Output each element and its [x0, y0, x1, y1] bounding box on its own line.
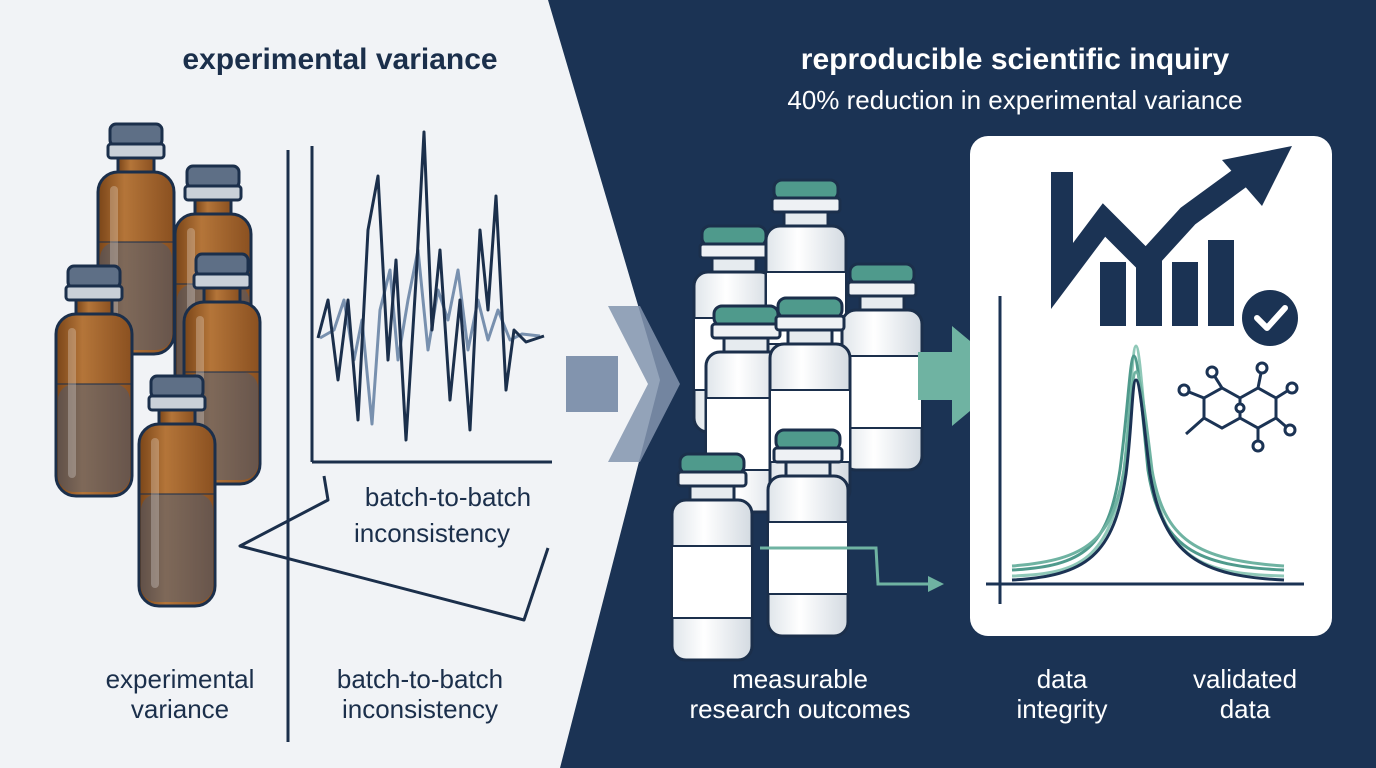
right-subtitle: 40% reduction in experimental variance	[787, 85, 1243, 115]
small-teal-arrow-icon	[760, 546, 944, 592]
amber-vial-icon	[137, 374, 217, 608]
noisy-signal-icon	[286, 130, 552, 742]
caption-batch-inconsistency: batch-to-batch inconsistency	[300, 664, 540, 724]
caption-data-integrity: data integrity	[992, 664, 1132, 724]
caption-validated-data: validated data	[1170, 664, 1320, 724]
caption-research-outcomes: measurable research outcomes	[660, 664, 940, 724]
molecule-icon	[1177, 361, 1299, 453]
callout-line-2: inconsistency	[354, 518, 510, 548]
white-vial-icon	[840, 262, 924, 472]
trend-up-arrow-icon	[1051, 146, 1292, 326]
caption-line: variance	[130, 694, 230, 724]
caption-line: experimental	[105, 664, 255, 694]
right-title: reproducible scientific inquiry	[800, 43, 1230, 76]
caption-line: research outcomes	[689, 694, 911, 724]
caption-line: data	[1036, 664, 1088, 694]
caption-line: measurable	[732, 664, 868, 694]
left-title: experimental variance	[182, 43, 498, 76]
callout-bracket	[238, 475, 550, 622]
amber-vial-icon	[54, 264, 134, 498]
caption-line: batch-to-batch	[336, 664, 504, 694]
callout-line-1: batch-to-batch	[365, 482, 531, 512]
results-card	[970, 136, 1332, 636]
checkmark-badge-icon	[1242, 290, 1298, 346]
caption-line: data	[1219, 694, 1271, 724]
caption-line: integrity	[1016, 694, 1108, 724]
caption-experimental-variance: experimental variance	[60, 664, 300, 724]
gaussian-peak-icon	[986, 296, 1304, 604]
white-vial-icon	[670, 452, 754, 662]
transition-chevron-icon	[566, 306, 680, 462]
caption-line: validated	[1192, 664, 1298, 694]
caption-line: inconsistency	[341, 694, 499, 724]
white-vial-icon	[766, 428, 850, 638]
